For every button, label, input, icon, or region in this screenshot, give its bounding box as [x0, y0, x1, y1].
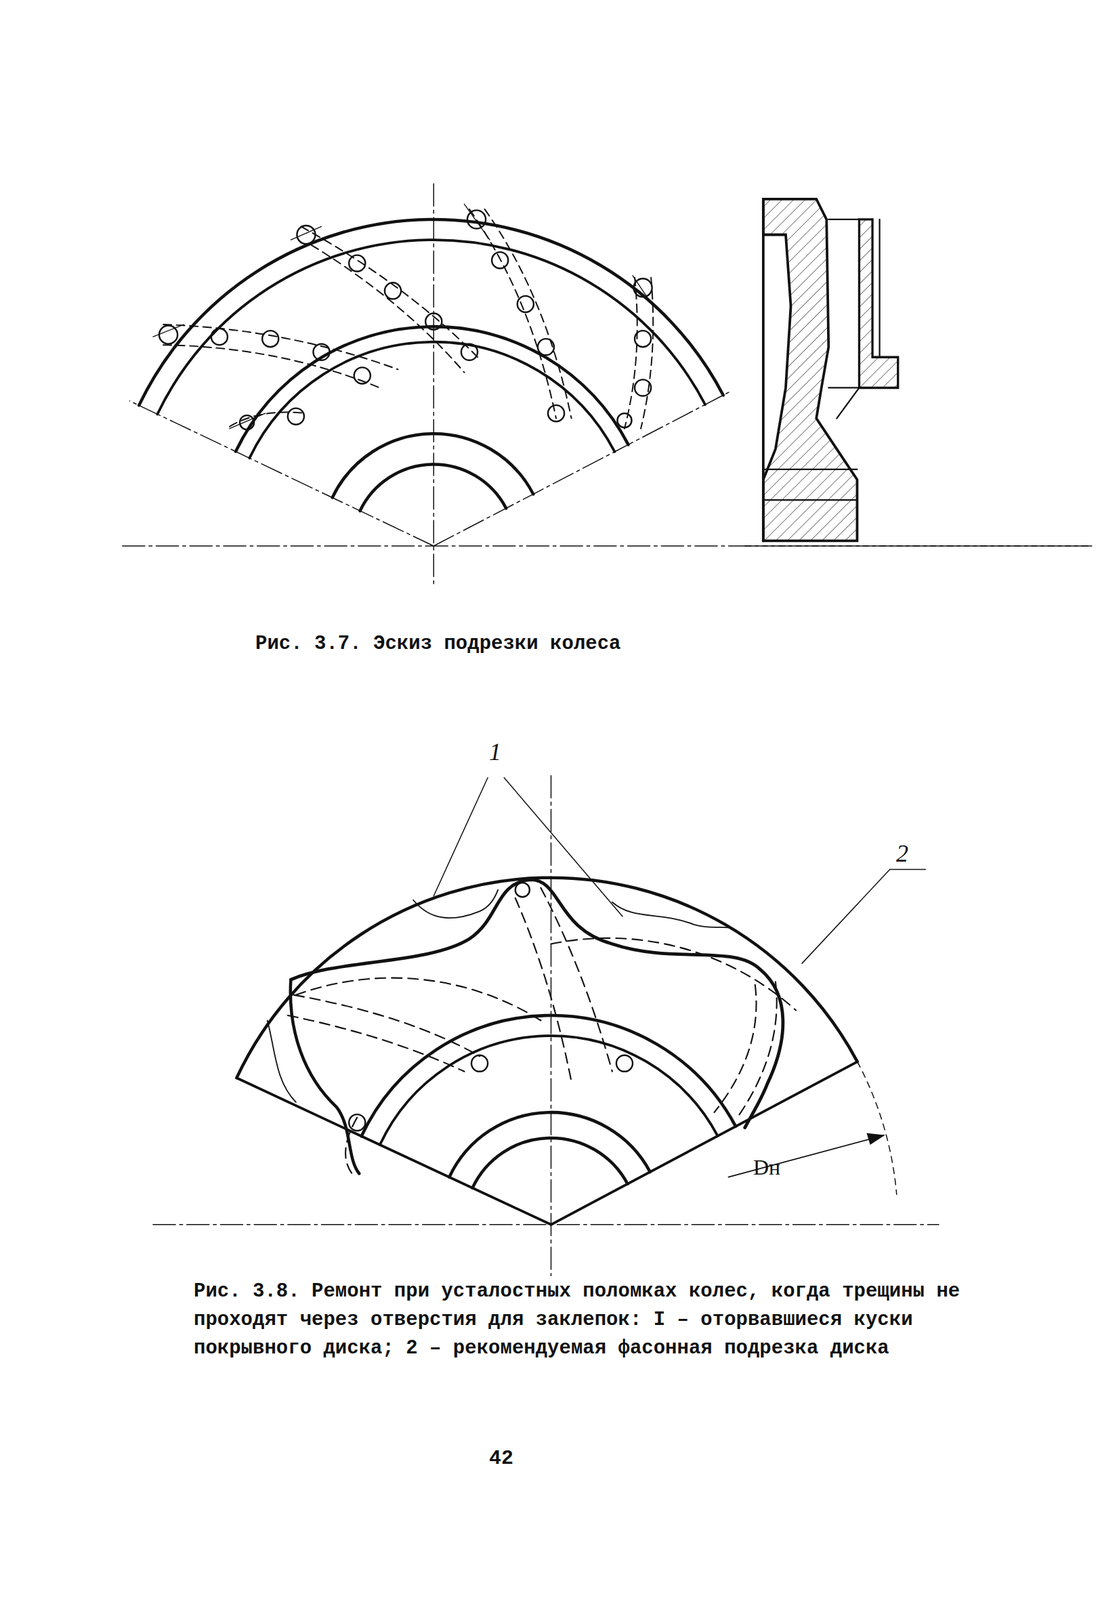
figure-caption: Рис. 3.7. Эскиз подрезки колеса: [255, 629, 622, 659]
callout-number: 2: [896, 839, 909, 867]
callout-number: 1: [489, 738, 502, 766]
page-number: 42: [489, 1446, 514, 1470]
impeller-sketch: [122, 183, 1092, 587]
dimension-label: Dн: [753, 1154, 781, 1180]
repair-sketch: [153, 775, 939, 1276]
figure-caption: Рис. 3.8. Ремонт при усталостных поломка…: [193, 1277, 1034, 1363]
